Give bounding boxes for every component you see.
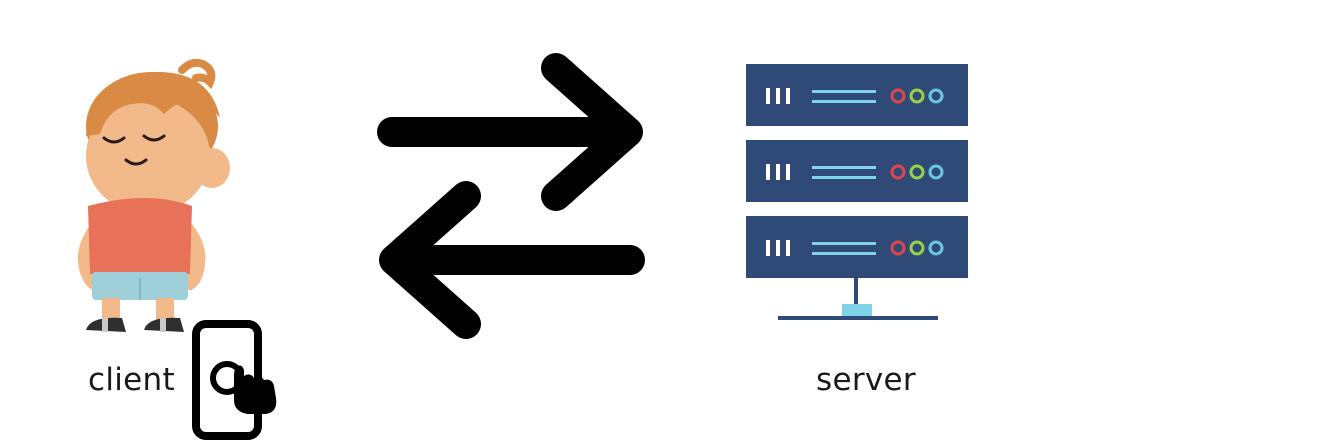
arrow-left-icon bbox=[379, 181, 645, 339]
server-label: server bbox=[816, 362, 916, 398]
client-label: client bbox=[88, 362, 175, 398]
server-unit-1 bbox=[746, 64, 968, 126]
arrow-right-icon bbox=[377, 53, 643, 211]
server-rack-icon bbox=[746, 64, 968, 320]
child-character-icon bbox=[77, 58, 230, 332]
server-unit-2 bbox=[746, 140, 968, 202]
server-unit-3 bbox=[746, 216, 968, 278]
smartphone-tap-icon bbox=[192, 320, 277, 440]
